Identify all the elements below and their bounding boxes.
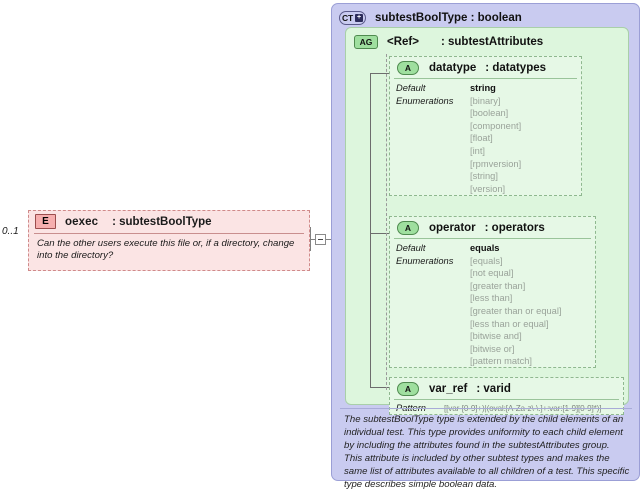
attribute-datatype[interactable]: A datatype : datatypes Default Enumerati… <box>389 56 582 196</box>
attribute-type: : varid <box>476 382 511 395</box>
element-badge-icon: E <box>35 214 56 229</box>
facet-value-column: string [binary] [boolean] [component] [f… <box>470 82 581 195</box>
facet-default-label: Default <box>396 243 426 253</box>
attribute-group-type: : subtestAttributes <box>440 35 544 48</box>
attribute-badge-icon: A <box>397 220 419 235</box>
description-divider <box>340 408 632 409</box>
enum-item: [boolean] <box>470 108 509 119</box>
attribute-operator[interactable]: A operator : operators Default Enumerati… <box>389 216 596 368</box>
attribute-badge-icon: A <box>397 60 419 75</box>
enum-item: [not equal] <box>470 268 514 279</box>
enum-item: [rpmversion] <box>470 158 522 169</box>
facet-enumerations-label: Enumerations <box>396 95 454 106</box>
enum-item: [int] <box>470 145 485 156</box>
bracket-branch-varref <box>370 387 389 388</box>
enum-item: [less than or equal] <box>470 318 549 329</box>
facet-label-column: Default Enumerations <box>396 82 470 195</box>
attribute-name: var_ref <box>429 382 468 395</box>
element-description: Can the other users execute this file or… <box>37 238 295 262</box>
occurrence-label: 0..1 <box>2 226 19 237</box>
attribute-divider <box>394 78 577 79</box>
attribute-group-badge-icon: AG <box>354 34 378 49</box>
expand-collapse-toggle[interactable] <box>315 234 326 245</box>
attribute-var-ref[interactable]: A var_ref : varid Pattern [[var-[0-9]+)|… <box>389 377 624 415</box>
bracket-branch-datatype <box>370 73 389 74</box>
connector-stub-element <box>310 227 311 251</box>
facet-value-column: equals [equals] [not equal] [greater tha… <box>470 242 595 368</box>
element-header: E oexec : subtestBoolType <box>29 211 309 233</box>
connector-line-right <box>326 239 333 240</box>
facet-label-column: Default Enumerations <box>396 242 470 368</box>
facet-default-label: Default <box>396 83 426 93</box>
complex-type-description: The subtestBoolType type is extended by … <box>344 414 630 491</box>
enum-item: [greater than] <box>470 280 526 291</box>
element-type: : subtestBoolType <box>112 215 212 228</box>
attribute-divider <box>394 238 591 239</box>
bracket-branch-operator <box>370 233 389 234</box>
attribute-type: : operators <box>484 221 545 234</box>
element-box[interactable]: E oexec : subtestBoolType Can the other … <box>28 210 310 271</box>
enum-item: [version] <box>470 183 506 194</box>
attribute-group-panel[interactable]: AG <Ref> : subtestAttributes A datatype … <box>345 27 629 415</box>
enum-item: [equals] <box>470 255 503 266</box>
enum-item: [pattern match] <box>470 356 533 367</box>
element-name: oexec <box>65 215 99 228</box>
facet-rows: Default Enumerations string [binary] [bo… <box>390 79 581 200</box>
attribute-header: A var_ref : varid <box>390 378 623 399</box>
facet-rows: Default Enumerations equals [equals] [no… <box>390 239 595 373</box>
enum-item: [bitwise or] <box>470 343 515 354</box>
attribute-header: A operator : operators <box>390 217 595 238</box>
element-oexec[interactable]: E oexec : subtestBoolType Can the other … <box>28 210 310 271</box>
complex-type-header: CT+ subtestBoolType : boolean <box>332 4 639 26</box>
attribute-group-ref: <Ref> <box>387 35 419 48</box>
bracket-vertical <box>370 73 371 388</box>
facet-enumerations-label: Enumerations <box>396 255 454 266</box>
guide-dashed-outer <box>386 54 387 390</box>
enum-item: [bitwise and] <box>470 331 522 342</box>
enum-item: [less than] <box>470 293 513 304</box>
enum-item: [component] <box>470 120 522 131</box>
enum-item: [float] <box>470 133 493 144</box>
attribute-group-header: AG <Ref> : subtestAttributes <box>346 28 628 50</box>
tree-bracket <box>370 73 389 388</box>
complex-type-badge-label: CT <box>342 13 353 23</box>
enum-item: [binary] <box>470 95 501 106</box>
attribute-badge-icon: A <box>397 381 419 396</box>
complex-type-panel[interactable]: CT+ subtestBoolType : boolean AG <Ref> :… <box>331 3 640 490</box>
attribute-name: operator <box>429 221 476 234</box>
attribute-name: datatype <box>429 61 477 74</box>
complex-type-title: subtestBoolType : boolean <box>375 12 522 24</box>
connector-line-left <box>310 239 315 240</box>
attribute-divider <box>394 399 619 400</box>
element-divider <box>34 233 304 234</box>
enum-item: [greater than or equal] <box>470 305 562 316</box>
complex-type-badge-icon[interactable]: CT+ <box>339 11 366 25</box>
facet-default-value: string <box>470 83 496 93</box>
attribute-header: A datatype : datatypes <box>390 57 581 78</box>
facet-default-value: equals <box>470 243 500 253</box>
expand-plus-icon[interactable]: + <box>354 14 363 22</box>
enum-item: [string] <box>470 171 498 182</box>
attribute-type: : datatypes <box>485 61 547 74</box>
